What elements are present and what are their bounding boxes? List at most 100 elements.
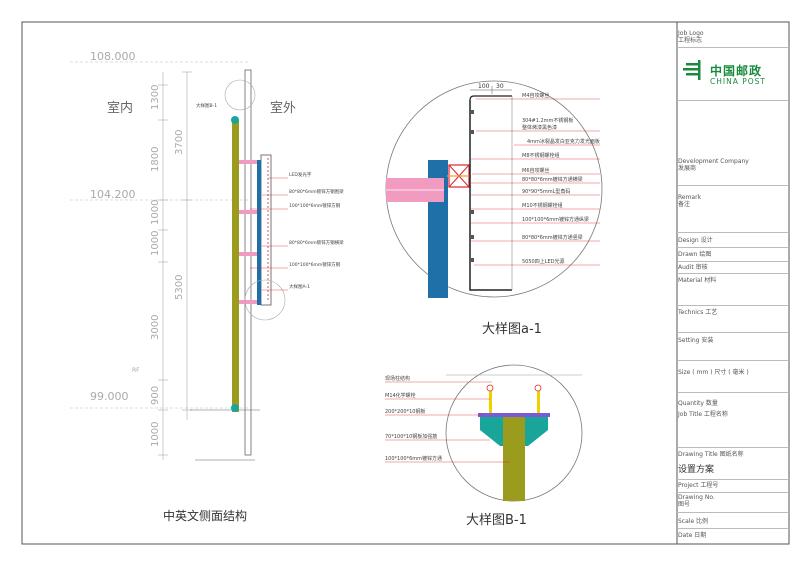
outdoor-label: 室外 <box>270 100 296 116</box>
design-label: Design 设计 <box>678 237 713 244</box>
tb-divider <box>677 447 789 448</box>
callout: 现场柱结构 <box>385 375 410 382</box>
section-title: 中英文侧面结构 <box>163 508 247 523</box>
drawing-no-label: Drawing No. <box>678 494 715 501</box>
job-logo-label-cn: 工程标志 <box>678 37 703 44</box>
callout: 5050四上LED光源 <box>522 258 565 265</box>
steel-plate <box>478 413 550 417</box>
bolt-head <box>534 384 542 392</box>
setting-label: Setting 安装 <box>678 337 714 344</box>
remark-label-cn: 备注 <box>678 201 691 208</box>
elevation-label: 108.000 <box>90 50 136 63</box>
detail-a-title: 大样图a-1 <box>482 322 542 337</box>
quantity-label: Quantity 数量 <box>678 400 718 407</box>
dim-text: 1000 <box>150 231 161 256</box>
dim-text: 100 <box>478 83 490 90</box>
anchor-bolt <box>489 390 492 415</box>
detail-b-title: 大样图B-1 <box>466 513 527 528</box>
callout: 80*80*6mm镀锌方通横梁 <box>522 176 583 183</box>
steel-column <box>232 120 239 412</box>
scale-label: Scale 比例 <box>678 518 709 525</box>
callout: M8不锈钢螺栓组 <box>522 152 560 159</box>
sign-frame <box>257 160 261 305</box>
drawing-title-label: Drawing Title 图纸名称 <box>678 451 744 458</box>
elevation-label: 99.000 <box>90 390 129 403</box>
detail-marker-b <box>224 79 256 111</box>
detail-a: 100 30 M4自攻螺丝 304#1.2mm不锈钢板 整体烤漆黑色漆 4mm冰… <box>385 80 603 337</box>
side-section: 108.000 104.200 99.000 RF 1300 3700 1800… <box>70 50 344 523</box>
callout: M4自攻螺丝 <box>522 92 550 99</box>
dim-text: 1300 <box>150 85 161 110</box>
beam <box>239 252 261 256</box>
tb-divider <box>677 492 789 493</box>
tb-divider <box>677 100 789 101</box>
sign-top <box>469 95 512 101</box>
dim-text: 900 <box>150 386 161 405</box>
callout: 100*100*6mm镀锌方通 <box>385 455 442 462</box>
roof-mark: RF <box>132 367 140 374</box>
dim-text: 1000 <box>150 200 161 225</box>
connection-node <box>231 404 239 412</box>
tb-divider <box>677 261 789 262</box>
callout: 4mm冰裂晶发白亚克力发光面板 <box>527 138 600 145</box>
logo-en: CHINA POST <box>710 77 766 86</box>
elevation-label: 104.200 <box>90 188 136 201</box>
dev-company-label: Development Company <box>678 158 749 165</box>
sheet-border <box>21 21 790 545</box>
size-label: Size ( mm ) 尺寸 ( 毫米 ) <box>678 369 749 376</box>
indoor-label: 室内 <box>107 100 133 116</box>
callout: 80*80*6mm镀锌方钢围梁 <box>289 188 344 195</box>
dim-text: 1000 <box>150 422 161 447</box>
tb-divider <box>677 332 789 333</box>
project-label: Project 工程号 <box>678 482 719 489</box>
tb-divider <box>677 47 789 48</box>
callout: 80*80*6mm镀锌方钢横梁 <box>289 239 344 246</box>
tb-divider <box>677 305 789 306</box>
material-label: Material 材料 <box>678 277 717 284</box>
tb-divider <box>677 392 789 393</box>
tb-divider <box>677 185 789 186</box>
drawing-title-value: 设置方案 <box>678 465 715 475</box>
callout: 整体烤漆黑色漆 <box>522 124 557 131</box>
detail-marker-a <box>244 279 286 321</box>
tb-divider <box>677 232 789 233</box>
dim-text: 1800 <box>150 147 161 172</box>
dim-text: 3000 <box>150 315 161 340</box>
callout: 100*100*6mm镀锌方通纵梁 <box>522 216 589 223</box>
tb-divider <box>677 247 789 248</box>
callout: 大样图A-1 <box>289 283 310 290</box>
callout: M6自攻螺丝 <box>522 167 550 174</box>
wall <box>244 69 252 456</box>
tb-divider <box>677 273 789 274</box>
callout: 大样图B-1 <box>196 102 217 109</box>
steel-column <box>503 417 525 501</box>
callout: 80*80*6mm镀锌方通竖梁 <box>522 234 583 241</box>
tb-divider <box>677 479 789 480</box>
tb-divider <box>677 512 789 513</box>
detail-b: 现场柱结构 M14化学螺栓 200*200*10钢板 70*100*10钢板加强… <box>385 364 583 528</box>
connection-node <box>231 116 239 124</box>
callout: 304#1.2mm不锈钢板 <box>522 117 573 124</box>
callout: 90*90*5mmL型角码 <box>522 188 570 195</box>
dim-text: 3700 <box>174 130 185 155</box>
drawing-no-label-cn: 图号 <box>678 501 691 508</box>
tb-divider <box>677 360 789 361</box>
logo-cn: 中国邮政 <box>710 64 763 78</box>
beam <box>239 160 261 164</box>
sign-box <box>260 154 272 306</box>
callout: M14化学螺栓 <box>385 392 416 399</box>
remark-label: Remark <box>678 194 702 201</box>
dim-text: 30 <box>496 83 504 90</box>
callout: 70*100*10钢板加强筋 <box>385 433 437 440</box>
drawn-label: Drawn 绘图 <box>678 251 712 258</box>
date-label: Date 日期 <box>678 532 707 539</box>
callout: M10不锈钢螺栓组 <box>522 202 563 209</box>
callout: 200*200*10钢板 <box>385 408 425 415</box>
china-post-logo <box>683 60 701 80</box>
beam <box>239 300 261 304</box>
anchor-bolt <box>537 390 540 415</box>
technics-label: Technics 工艺 <box>678 309 718 316</box>
callout: LED发光字 <box>289 171 312 178</box>
dev-company-label-cn: 发展商 <box>678 165 697 172</box>
